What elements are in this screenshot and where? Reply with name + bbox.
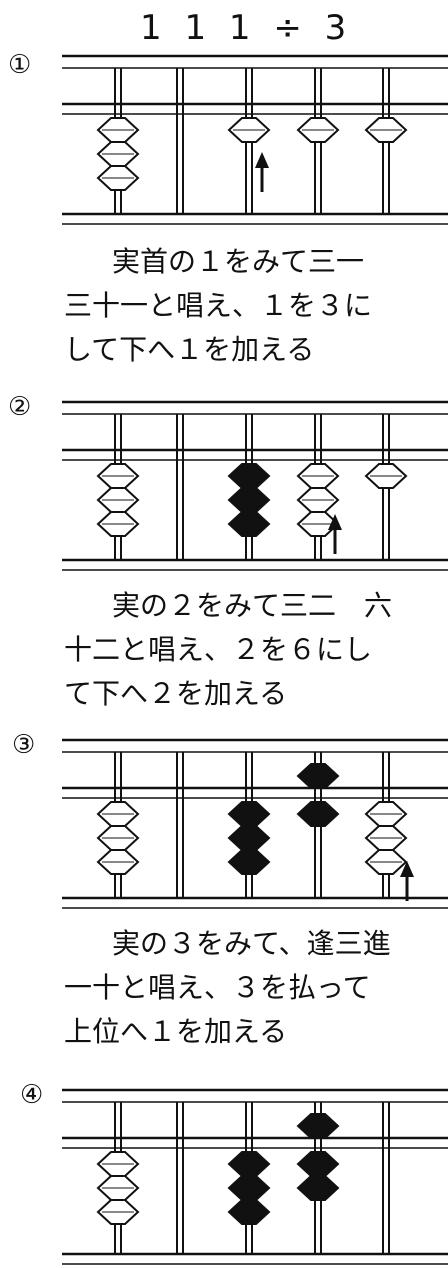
up-arrow-icon bbox=[255, 152, 269, 168]
abacus-step-2 bbox=[62, 400, 448, 571]
step-number-2: ② bbox=[8, 392, 32, 422]
step-3-line-3: 上位へ１を加える bbox=[64, 1015, 288, 1048]
step-1-line-1: 実首の１をみて三一 bbox=[112, 245, 365, 278]
lower-bead bbox=[227, 825, 271, 851]
lower-bead bbox=[296, 801, 340, 827]
lower-bead bbox=[227, 511, 271, 537]
abacus-step-4 bbox=[62, 1088, 448, 1265]
lower-bead bbox=[227, 487, 271, 513]
lower-bead bbox=[296, 1151, 340, 1177]
step-3-line-2: 一十と唱え、３を払って bbox=[64, 971, 371, 1004]
step-2-line-1: 実の２をみて三二 六 bbox=[112, 589, 393, 622]
lower-bead bbox=[296, 1175, 340, 1201]
upper-bead bbox=[296, 1113, 340, 1139]
lower-bead bbox=[227, 1151, 271, 1177]
lower-bead bbox=[227, 1175, 271, 1201]
step-number-3: ③ bbox=[12, 730, 36, 760]
lower-bead bbox=[227, 849, 271, 875]
step-3-line-1: 実の３をみて、逢三進 bbox=[112, 927, 391, 960]
step-1-line-2: 三十一と唱え、１を３に bbox=[64, 289, 373, 322]
abacus-step-3 bbox=[62, 738, 448, 909]
step-1-line-3: して下へ１を加える bbox=[64, 333, 315, 366]
step-number-4: ④ bbox=[20, 1080, 44, 1110]
step-number-1: ① bbox=[8, 50, 32, 80]
lower-bead bbox=[227, 1199, 271, 1225]
step-2-line-2: 十二と唱え、２を６にし bbox=[64, 633, 373, 666]
problem-title: 1 1 1 ÷ 3 bbox=[140, 8, 353, 48]
abacus-step-1 bbox=[62, 54, 448, 225]
upper-bead bbox=[296, 763, 340, 789]
up-arrow-icon bbox=[328, 514, 342, 530]
lower-bead bbox=[227, 801, 271, 827]
up-arrow-icon bbox=[400, 861, 414, 877]
step-2-line-3: て下へ２を加える bbox=[64, 677, 288, 710]
lower-bead bbox=[227, 463, 271, 489]
